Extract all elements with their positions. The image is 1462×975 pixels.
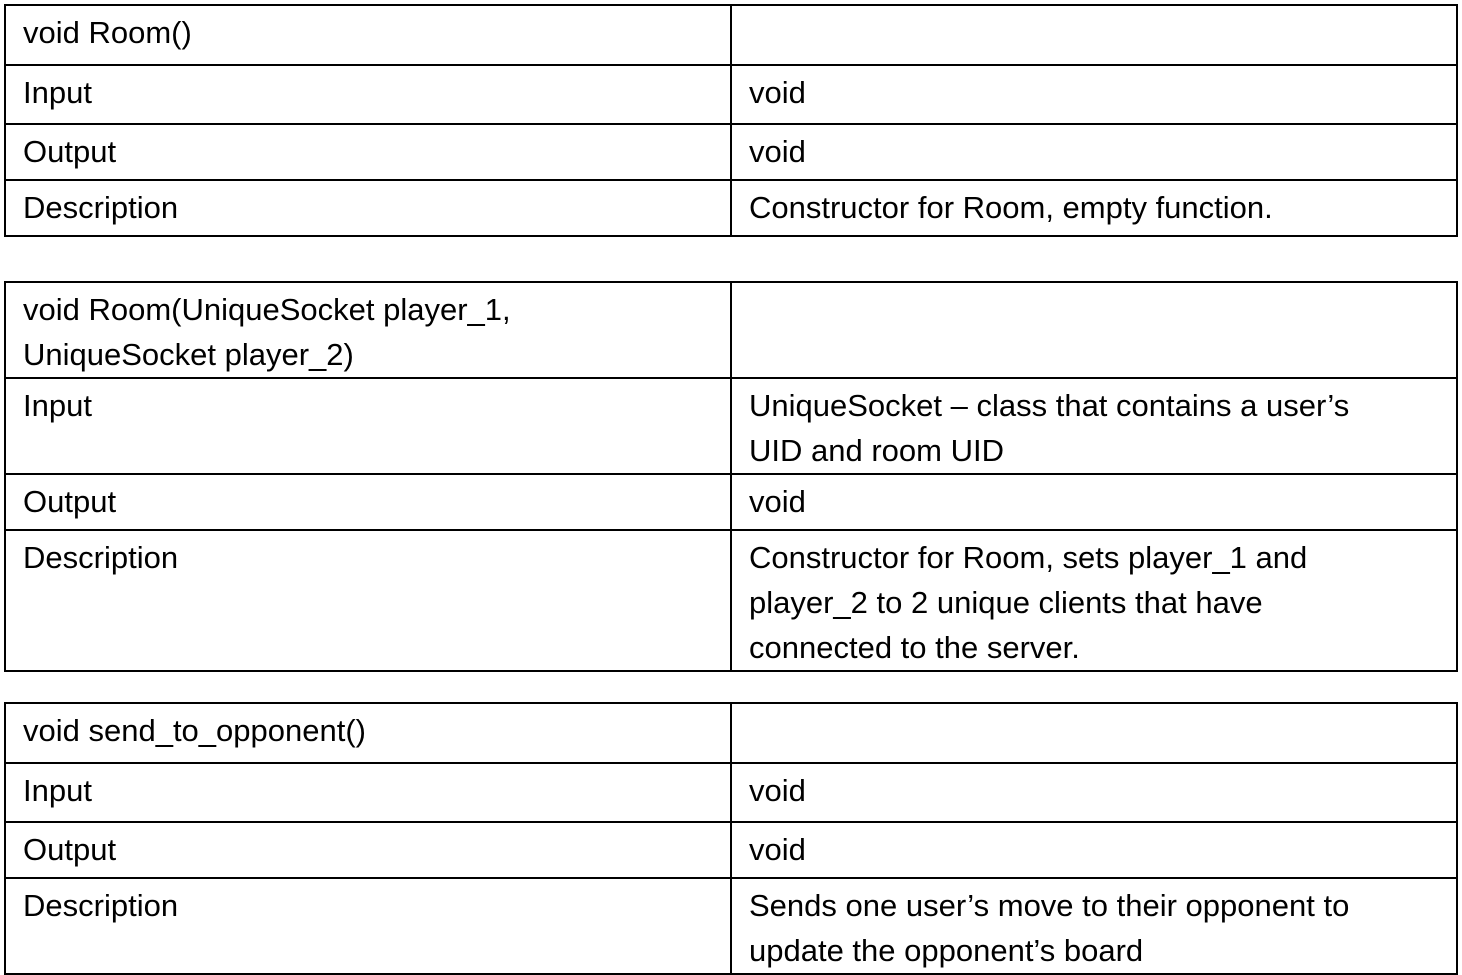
label-cell: Input bbox=[4, 377, 732, 475]
table-row-output: Output void bbox=[4, 821, 1458, 879]
table-row-input: Input void bbox=[4, 762, 1458, 823]
value-cell: void bbox=[730, 123, 1458, 181]
empty-cell bbox=[730, 702, 1458, 764]
empty-cell bbox=[730, 281, 1458, 379]
value-line: connected to the server. bbox=[749, 630, 1080, 665]
value-cell: Constructor for Room, sets player_1 and … bbox=[730, 529, 1458, 672]
label-cell: Output bbox=[4, 473, 732, 531]
label-cell: Description bbox=[4, 877, 732, 975]
value-cell: void bbox=[730, 64, 1458, 125]
label-cell: Input bbox=[4, 64, 732, 125]
table-row-input: Input void bbox=[4, 64, 1458, 125]
table-row-signature: void Room() bbox=[4, 4, 1458, 66]
function-table-room-players: void Room(UniqueSocket player_1, UniqueS… bbox=[4, 281, 1458, 672]
table-row-input: Input UniqueSocket – class that contains… bbox=[4, 377, 1458, 475]
empty-cell bbox=[730, 4, 1458, 66]
table-row-description: Description Sends one user’s move to the… bbox=[4, 877, 1458, 975]
value-line: player_2 to 2 unique clients that have bbox=[749, 585, 1263, 620]
table-row-output: Output void bbox=[4, 123, 1458, 181]
value-line: Sends one user’s move to their opponent … bbox=[749, 888, 1350, 923]
label-cell: Description bbox=[4, 529, 732, 672]
value-cell: UniqueSocket – class that contains a use… bbox=[730, 377, 1458, 475]
label-cell: Output bbox=[4, 123, 732, 181]
value-cell: void bbox=[730, 821, 1458, 879]
table-row-signature: void Room(UniqueSocket player_1, UniqueS… bbox=[4, 281, 1458, 379]
value-cell: void bbox=[730, 762, 1458, 823]
value-line: Constructor for Room, sets player_1 and bbox=[749, 540, 1308, 575]
function-table-send-to-opponent: void send_to_opponent() Input void Outpu… bbox=[4, 702, 1458, 975]
value-line: update the opponent’s board bbox=[749, 933, 1144, 968]
value-cell: Sends one user’s move to their opponent … bbox=[730, 877, 1458, 975]
signature-cell: void send_to_opponent() bbox=[4, 702, 732, 764]
label-cell: Description bbox=[4, 179, 732, 237]
signature-line: UniqueSocket player_2) bbox=[23, 337, 354, 372]
signature-cell: void Room(UniqueSocket player_1, UniqueS… bbox=[4, 281, 732, 379]
label-cell: Output bbox=[4, 821, 732, 879]
table-row-signature: void send_to_opponent() bbox=[4, 702, 1458, 764]
value-cell: void bbox=[730, 473, 1458, 531]
signature-cell: void Room() bbox=[4, 4, 732, 66]
label-cell: Input bbox=[4, 762, 732, 823]
table-row-description: Description Constructor for Room, sets p… bbox=[4, 529, 1458, 672]
function-table-room-default: void Room() Input void Output void Descr… bbox=[4, 4, 1458, 237]
value-cell: Constructor for Room, empty function. bbox=[730, 179, 1458, 237]
table-row-description: Description Constructor for Room, empty … bbox=[4, 179, 1458, 237]
signature-line: void Room(UniqueSocket player_1, bbox=[23, 292, 511, 327]
value-line: UniqueSocket – class that contains a use… bbox=[749, 388, 1350, 423]
value-line: UID and room UID bbox=[749, 433, 1004, 468]
table-row-output: Output void bbox=[4, 473, 1458, 531]
